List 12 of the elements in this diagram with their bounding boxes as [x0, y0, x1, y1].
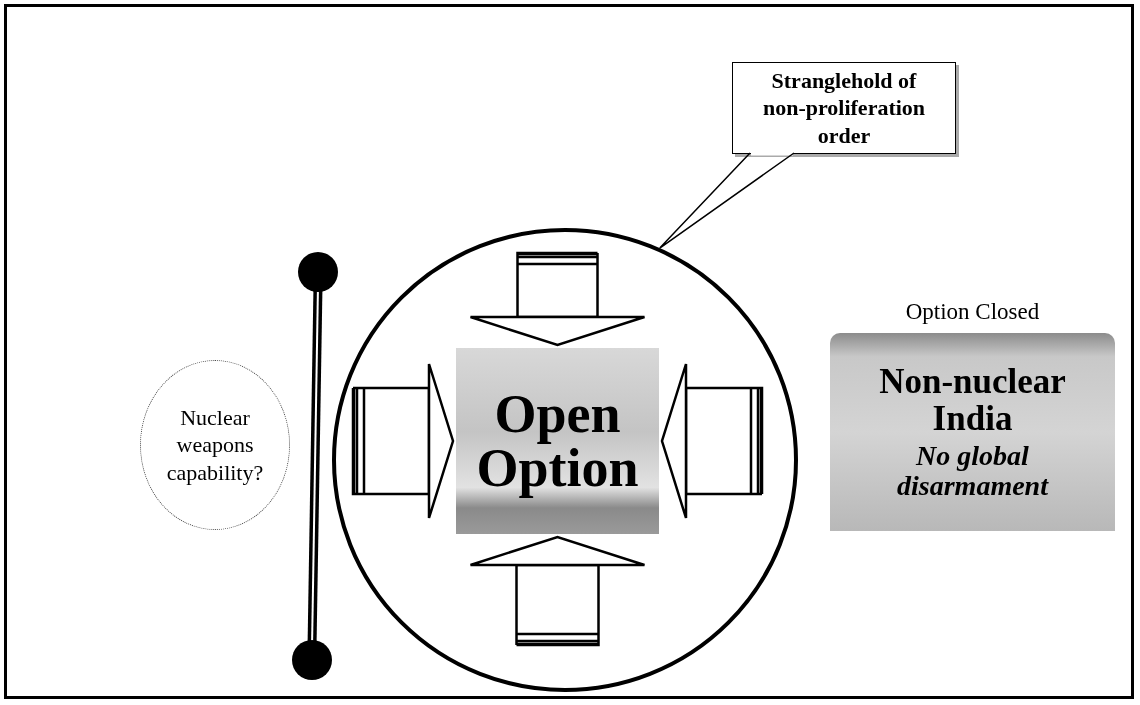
panel-subtitle: No global disarmament [896, 441, 1050, 501]
block-arrow [351, 362, 455, 520]
callout-text: Stranglehold of non-proliferation order [761, 66, 927, 150]
gradient-box [456, 348, 659, 534]
block-arrow [660, 362, 764, 520]
circle-label: Nuclear weapons capability? [165, 403, 265, 487]
block-arrow [469, 535, 646, 647]
block-arrow [469, 251, 646, 347]
callout-tail [659, 152, 795, 249]
panel-heading: Option Closed [904, 299, 1041, 325]
callout-box [732, 62, 956, 154]
panel-title: Non-nuclear India [878, 363, 1067, 438]
